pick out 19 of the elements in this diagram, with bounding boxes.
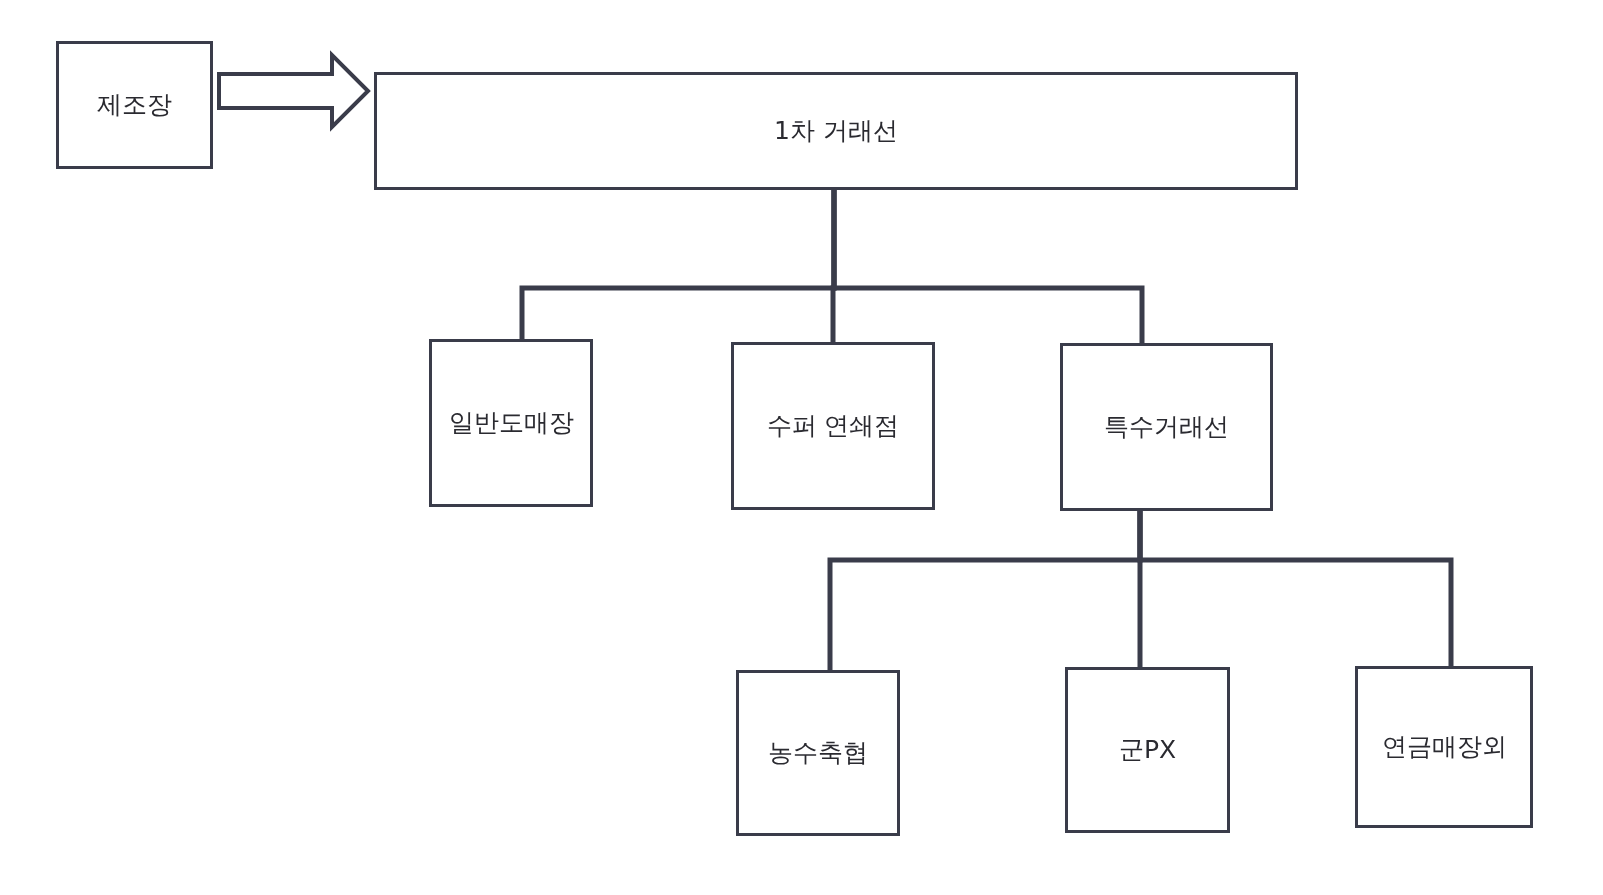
- box-label: 특수거래선: [1104, 411, 1229, 443]
- label-box: [1065, 667, 1230, 833]
- label-box: [1060, 343, 1273, 511]
- box-label: 군PX: [1118, 734, 1177, 766]
- box-label: 일반도매장: [448, 407, 574, 439]
- label-box: [429, 339, 593, 507]
- connector-line: [831, 190, 1145, 343]
- block-arrow: [217, 50, 371, 132]
- box-label: 수퍼 연쇄점: [766, 410, 900, 442]
- label-box: [731, 342, 935, 510]
- box-label: 제조장: [97, 89, 172, 121]
- box-label: 연금매장외: [1381, 731, 1507, 763]
- box-label: 1차 거래선: [774, 115, 898, 147]
- connector-line: [1137, 511, 1454, 666]
- label-box: [736, 670, 900, 836]
- box-label: 농수축협: [768, 737, 868, 769]
- label-box: [1355, 666, 1533, 828]
- label-box: [374, 72, 1298, 190]
- label-box: [56, 41, 213, 169]
